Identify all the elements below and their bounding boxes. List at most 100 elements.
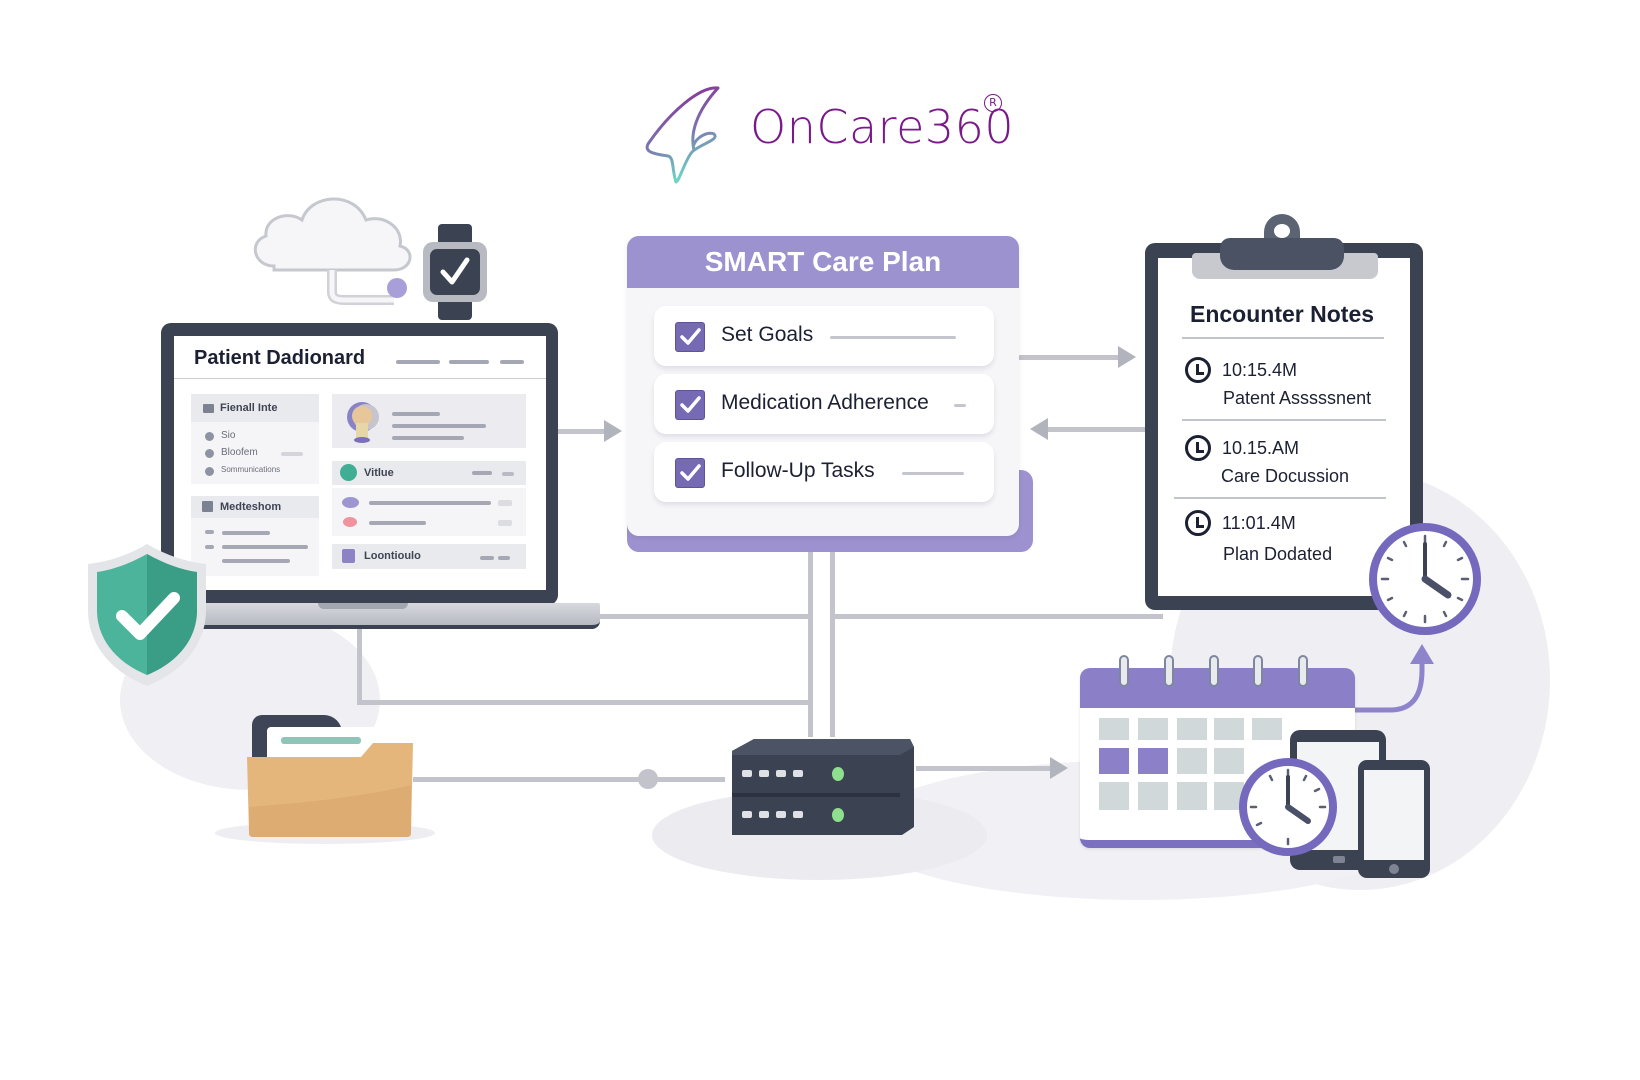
clock-icon xyxy=(1185,357,1211,383)
calendar-ring xyxy=(1298,655,1308,687)
calendar-ring xyxy=(1209,655,1219,687)
placeholder-bar xyxy=(222,545,308,549)
calendar-day-selected xyxy=(1099,748,1129,774)
panel-header-label: Vitlue xyxy=(364,467,394,479)
calendar-day xyxy=(1177,782,1207,810)
care-plan-item-follow-up-tasks[interactable]: Follow-Up Tasks xyxy=(654,442,994,502)
placeholder-bar xyxy=(222,559,290,563)
calendar-day xyxy=(1214,718,1244,740)
logo-mark-icon xyxy=(645,86,720,184)
entry-description: Care Docussion xyxy=(1221,466,1350,486)
checkmark-icon xyxy=(680,328,701,345)
info-item: Sommunications xyxy=(221,465,281,474)
placeholder-bar xyxy=(472,471,492,475)
connector-loop-bottom xyxy=(357,700,812,705)
dashboard-title: Patient Dadionard xyxy=(194,347,366,369)
calendar-day xyxy=(1177,718,1207,740)
entry-description: Plan Dodated xyxy=(1223,544,1333,564)
placeholder-bar xyxy=(205,545,214,549)
divider xyxy=(1174,497,1386,499)
placeholder-bar xyxy=(498,520,512,526)
tablet-home-button xyxy=(1333,856,1345,863)
calendar-ring xyxy=(1119,655,1129,687)
checkbox-checked[interactable] xyxy=(675,390,705,420)
panel-header xyxy=(191,496,319,518)
arrow-left-icon xyxy=(1030,418,1048,440)
clock-icon xyxy=(1185,435,1211,461)
clock-icon xyxy=(1239,758,1337,856)
checkbox-checked[interactable] xyxy=(675,322,705,352)
connector-notes-to-plan xyxy=(1046,427,1146,432)
folder-tag xyxy=(281,737,361,744)
info-value-bar xyxy=(281,452,303,456)
vitals-panel[interactable] xyxy=(332,461,526,485)
progress-line xyxy=(902,472,964,475)
calendar-day xyxy=(1099,782,1129,810)
encounter-notes-title: Encounter Notes xyxy=(1190,301,1375,327)
checkbox-checked[interactable] xyxy=(675,458,705,488)
phone-home-button xyxy=(1389,864,1399,874)
calendar-day xyxy=(1252,718,1282,740)
lab-results-panel[interactable] xyxy=(332,544,526,569)
bullet-icon xyxy=(205,467,214,476)
calendar-ring xyxy=(1164,655,1174,687)
info-item: Sio xyxy=(221,430,236,441)
calendar-ring xyxy=(1253,655,1263,687)
id-card-icon xyxy=(203,404,214,413)
care-plan-item-label: Set Goals xyxy=(721,323,814,346)
calendar-day xyxy=(1138,718,1168,740)
entry-time: 10:15.4M xyxy=(1222,360,1298,380)
registered-mark: R xyxy=(984,94,1002,112)
care-plan-item-set-goals[interactable]: Set Goals xyxy=(654,306,994,366)
placeholder-bar xyxy=(392,424,486,428)
placeholder-bar xyxy=(392,436,464,440)
placeholder-bar xyxy=(205,530,214,534)
folder-front xyxy=(247,743,413,837)
bullet-icon xyxy=(205,432,214,441)
patient-avatar-icon xyxy=(347,402,379,443)
server-icon xyxy=(732,739,914,835)
connector-trunk-left xyxy=(808,552,813,737)
progress-line xyxy=(830,336,956,339)
calendar-day-selected xyxy=(1138,748,1168,774)
arrow-right-icon xyxy=(1050,757,1068,779)
connector-laptop-hub xyxy=(600,614,810,619)
placeholder-bar xyxy=(392,412,440,416)
connector-laptop-to-plan xyxy=(558,429,608,434)
curved-arrow-up-icon xyxy=(1352,644,1434,713)
calendar-day xyxy=(1214,782,1244,810)
connector-laptop-drop xyxy=(357,625,362,705)
placeholder-bar xyxy=(498,500,512,506)
vital-dot-icon xyxy=(342,497,359,508)
calendar-day xyxy=(1138,782,1168,810)
care-plan-item-label: Follow-Up Tasks xyxy=(721,459,875,482)
header-placeholder-bar xyxy=(500,360,524,364)
placeholder-bar xyxy=(502,472,514,476)
calendar-day xyxy=(1099,718,1129,740)
entry-description: Patent Asssssnent xyxy=(1223,388,1372,408)
check-circle-icon xyxy=(340,464,357,481)
list-icon xyxy=(202,501,213,512)
connector-trunk-right xyxy=(830,552,835,737)
smartwatch-icon xyxy=(423,224,487,320)
phone-screen xyxy=(1364,770,1424,860)
calendar-day xyxy=(1214,748,1244,774)
care-plan-card: SMART Care Plan Set Goals Medication Adh… xyxy=(627,236,1019,536)
vitals-list xyxy=(332,488,526,536)
shield-check-icon xyxy=(88,544,206,686)
care-plan-item-medication-adherence[interactable]: Medication Adherence xyxy=(654,374,994,434)
header-placeholder-bar xyxy=(449,360,489,364)
care-plan-title: SMART Care Plan xyxy=(627,236,1019,288)
divider xyxy=(1182,337,1384,339)
dashboard-divider xyxy=(174,378,546,379)
panel-header-label: Medteshom xyxy=(220,501,282,513)
connector-folder-server xyxy=(413,777,725,782)
connector-hub-notes xyxy=(833,614,1163,619)
checkmark-icon xyxy=(680,396,701,413)
connector-node xyxy=(638,769,658,789)
clock-icon xyxy=(1369,523,1481,635)
clock-icon xyxy=(1185,510,1211,536)
clipboard-ring-hole xyxy=(1274,224,1290,238)
placeholder-bar xyxy=(369,521,426,525)
placeholder-bar xyxy=(498,556,510,560)
